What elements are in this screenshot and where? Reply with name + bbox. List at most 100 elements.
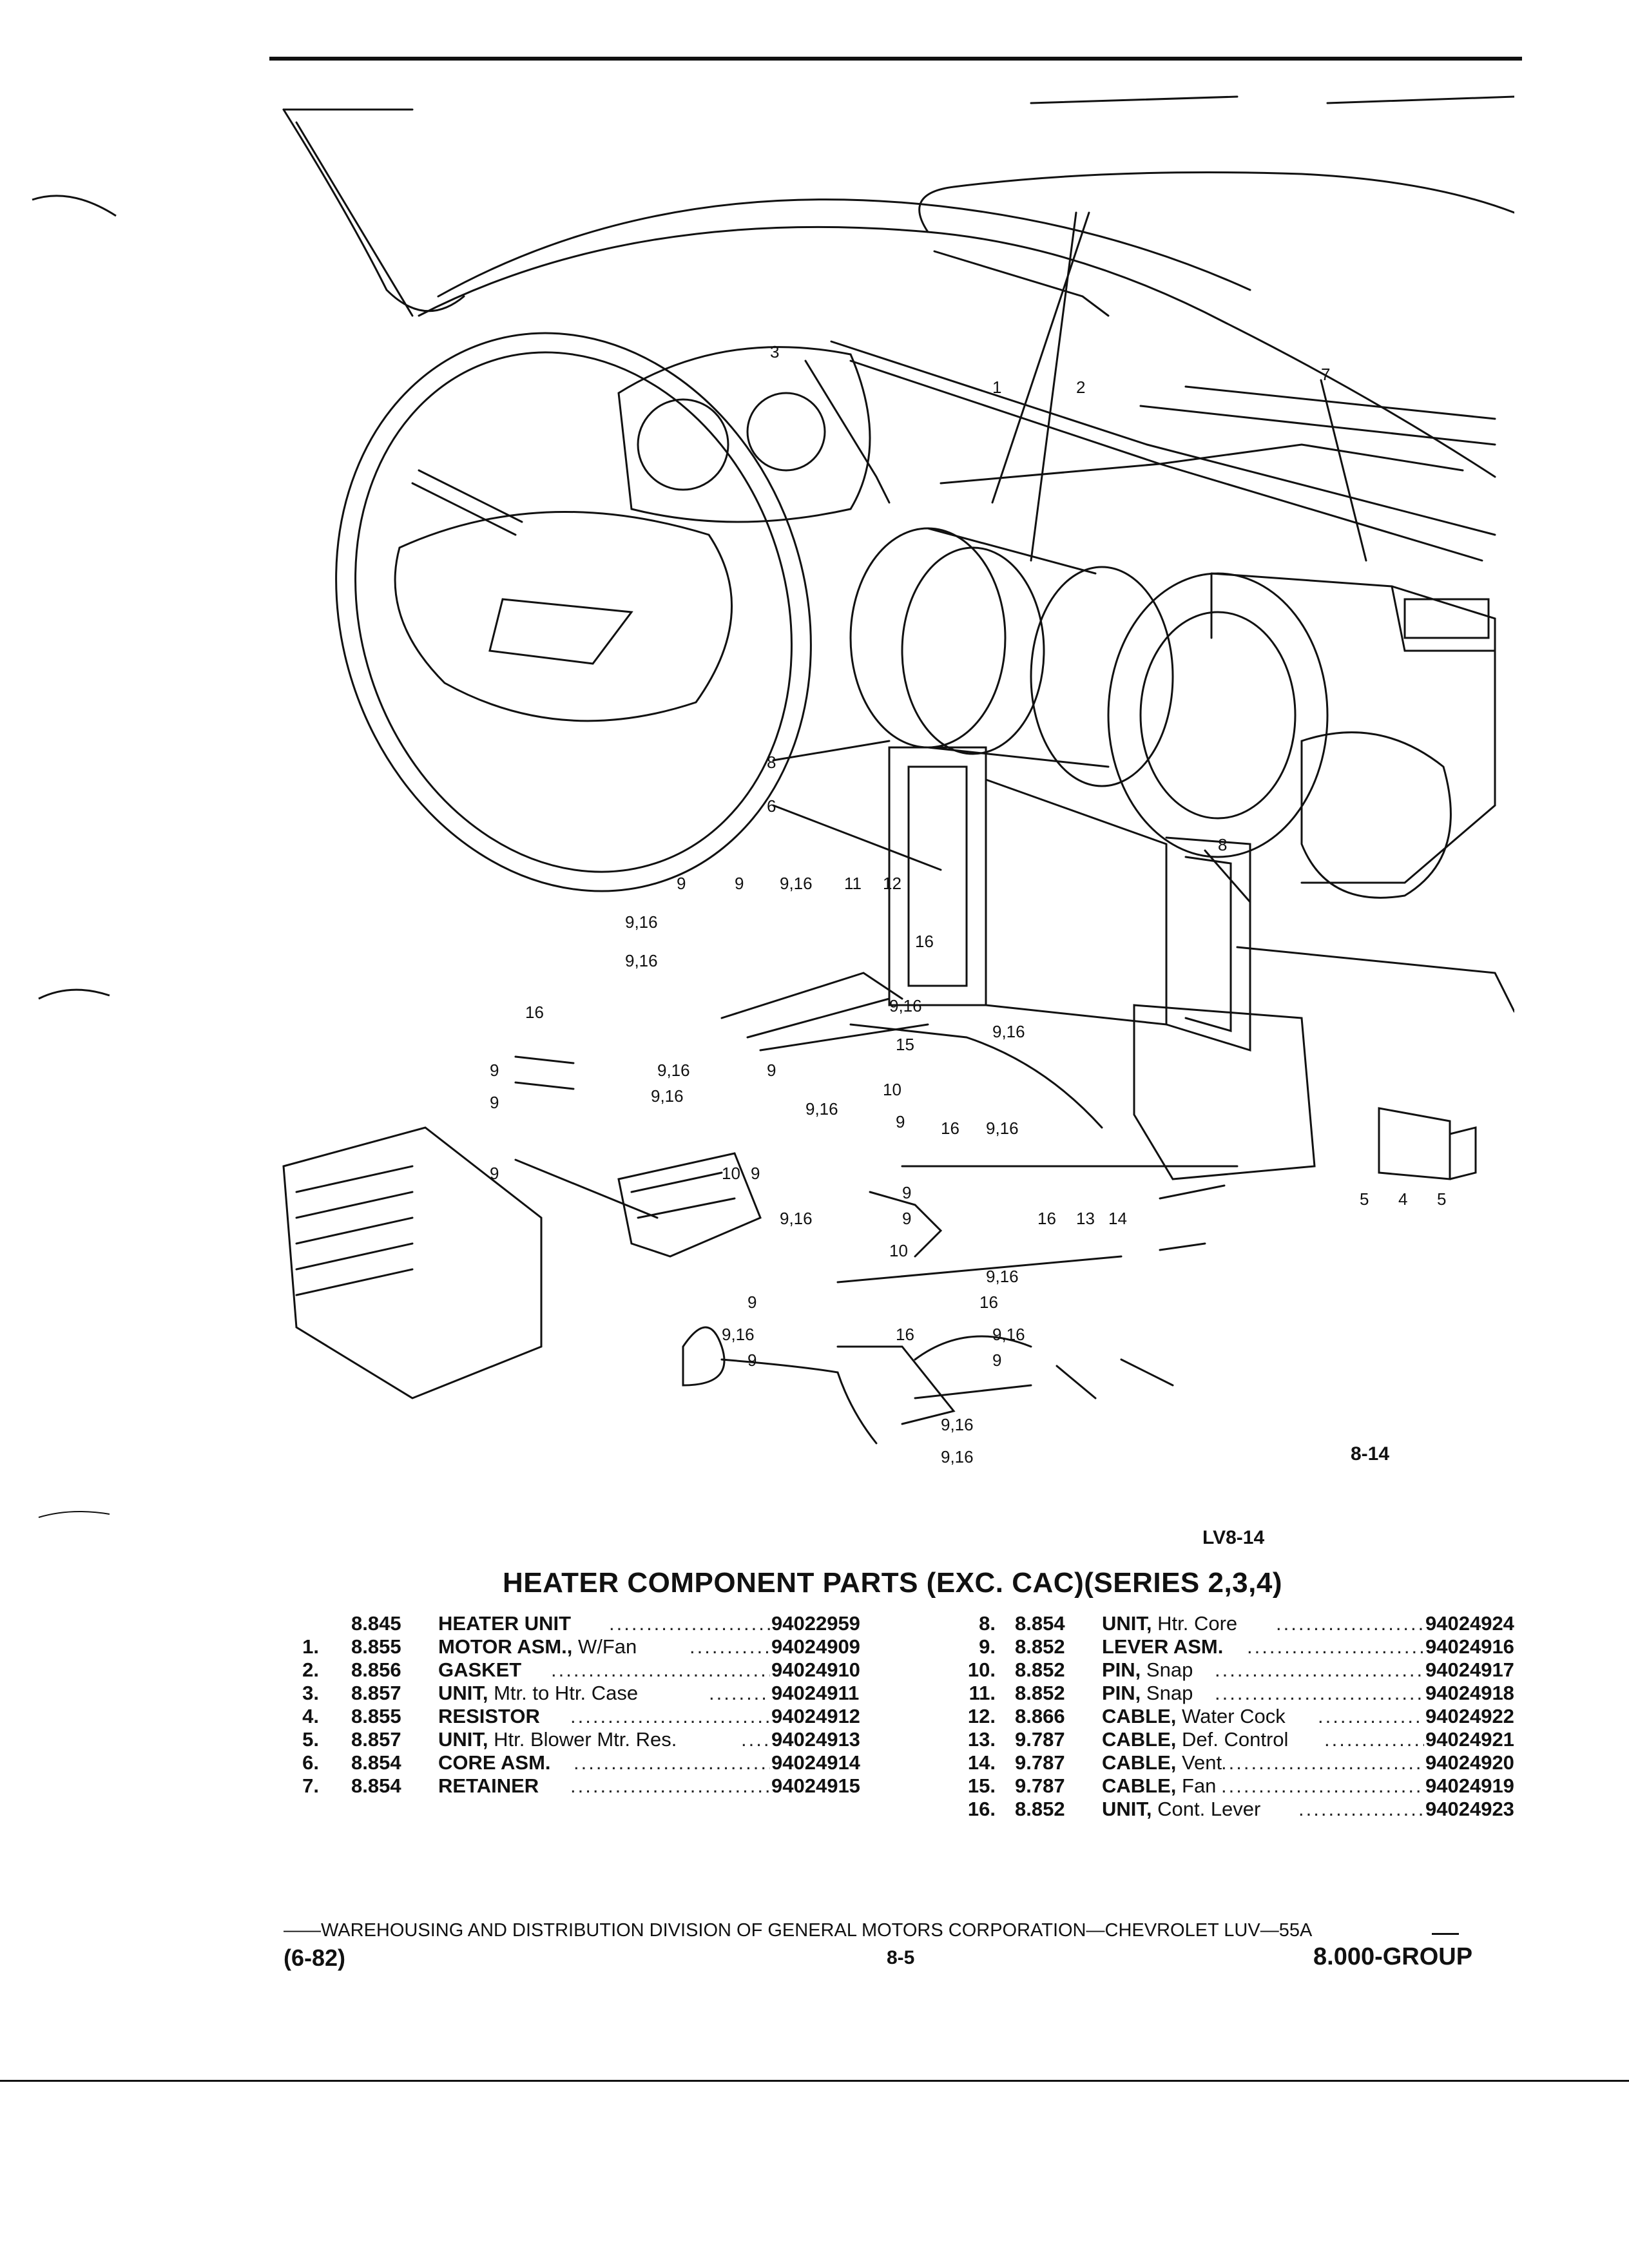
part-row: 10. 8.852 PIN, Snap ....................… [938, 1658, 1537, 1682]
part-section: 8.857 [351, 1728, 401, 1751]
callout-label: 9 [767, 1061, 776, 1080]
part-name: CABLE, Water Cock [1102, 1705, 1286, 1727]
callout-label: 9,16 [722, 1325, 755, 1344]
part-code: 94024922 [1425, 1705, 1514, 1727]
callout-label: 16 [1037, 1209, 1056, 1228]
callout-label: 10 [889, 1241, 908, 1260]
part-name: UNIT, Cont. Lever [1102, 1798, 1261, 1820]
callout-label: 8 [1218, 835, 1227, 854]
part-number: 1. [302, 1635, 319, 1658]
footer-page-number: 8-5 [887, 1947, 915, 1968]
leader-dots: .................................... [1247, 1635, 1424, 1658]
part-number: 8. [979, 1612, 996, 1635]
callout-label: 9 [902, 1209, 911, 1228]
leader-dots: .............................. [1276, 1612, 1424, 1635]
callout-label: 9 [490, 1093, 499, 1112]
callout-label: 9,16 [651, 1086, 684, 1106]
callout-label: 9,16 [657, 1061, 690, 1080]
callout-label: 9,16 [992, 1022, 1025, 1041]
part-name: CABLE, Fan [1102, 1774, 1217, 1797]
diagram-svg: 3 1 2 7 8 6 8 9 9 9,16 11 12 16 9,16 9,1… [282, 95, 1516, 1466]
part-name: PIN, Snap [1102, 1658, 1193, 1681]
callout-label: 16 [896, 1325, 914, 1344]
callout-label: 12 [883, 874, 901, 893]
callout-label: 9,16 [625, 951, 658, 970]
part-section: 8.854 [351, 1751, 401, 1774]
part-code: 94024923 [1425, 1798, 1514, 1820]
part-row: 16. 8.852 UNIT, Cont. Lever ............… [938, 1798, 1537, 1821]
leader-dots: ......................... [1298, 1798, 1424, 1820]
part-code: 94024919 [1425, 1774, 1514, 1797]
callout-label: 10 [883, 1080, 901, 1099]
part-name: LEVER ASM. [1102, 1635, 1224, 1658]
callout-label: 9,16 [986, 1267, 1019, 1286]
margin-mark-top [32, 195, 117, 217]
part-name: HEATER UNIT [438, 1612, 572, 1635]
part-code: 94024911 [771, 1682, 860, 1704]
part-number: 14. [967, 1751, 996, 1774]
callout-label: 9,16 [992, 1325, 1025, 1344]
part-number: 11. [969, 1682, 996, 1704]
callout-label: 5 [1437, 1189, 1446, 1209]
part-code: 94022959 [771, 1612, 860, 1635]
part-row: 9. 8.852 LEVER ASM. ....................… [938, 1635, 1537, 1658]
part-row: 4. 8.855 RESISTOR ......................… [287, 1705, 886, 1728]
part-section: 9.787 [1015, 1751, 1065, 1774]
callout-label: 9 [992, 1350, 1001, 1370]
part-code: 94024917 [1425, 1658, 1514, 1681]
part-row: 12. 8.866 CABLE, Water Cock ............… [938, 1705, 1537, 1728]
leader-dots: ........................................ [570, 1705, 770, 1727]
part-row: 6. 8.854 CORE ASM. .....................… [287, 1751, 886, 1774]
footer-date: (6-82) [284, 1945, 346, 1971]
callout-label: 3 [770, 342, 779, 361]
parts-column-left: 8.845 HEATER UNIT ......................… [287, 1612, 886, 1798]
part-number: 2. [302, 1658, 319, 1681]
callout-label: 9 [902, 1183, 911, 1202]
callout-label: 7 [1321, 365, 1330, 384]
callout-label: 9,16 [780, 1209, 813, 1228]
leader-dots: ................ [689, 1635, 770, 1658]
footer-group: 8.000-GROUP [1313, 1943, 1473, 1970]
part-code: 94024918 [1425, 1682, 1514, 1704]
leader-dots: ........................................ [1221, 1774, 1424, 1797]
part-section: 8.866 [1015, 1705, 1065, 1727]
part-code: 94024924 [1425, 1612, 1514, 1635]
part-section: 8.845 [351, 1612, 401, 1635]
callout-label: 16 [525, 1003, 544, 1022]
part-code: 94024914 [771, 1751, 860, 1774]
leader-dots: ........................................ [574, 1751, 770, 1774]
part-number: 5. [302, 1728, 319, 1751]
figure-label: LV8-14 [1202, 1527, 1265, 1548]
footer-division-line: ——WAREHOUSING AND DISTRIBUTION DIVISION … [284, 1920, 1313, 1941]
callout-label: 13 [1076, 1209, 1095, 1228]
part-name: MOTOR ASM., W/Fan [438, 1635, 637, 1658]
callout-label: 9,16 [986, 1119, 1019, 1138]
callout-label: 9 [490, 1061, 499, 1080]
part-section: 9.787 [1015, 1774, 1065, 1797]
part-section: 8.855 [351, 1705, 401, 1727]
part-section: 8.852 [1015, 1658, 1065, 1681]
callout-label: 5 [1360, 1189, 1369, 1209]
callout-label: 8 [767, 753, 776, 772]
part-section: 9.787 [1015, 1728, 1065, 1751]
part-number: 9. [979, 1635, 996, 1658]
callout-label: 16 [941, 1119, 959, 1138]
part-number: 13. [967, 1728, 996, 1751]
diagram-callouts: 3 1 2 7 8 6 8 9 9 9,16 11 12 16 9,16 9,1… [490, 342, 1446, 1466]
part-name: UNIT, Htr. Core [1102, 1612, 1238, 1635]
footer-trailing-dash [1432, 1933, 1459, 1935]
part-section: 8.854 [351, 1774, 401, 1797]
part-name: CORE ASM. [438, 1751, 551, 1774]
callout-label: 9 [735, 874, 744, 893]
leader-dots: .................... [1324, 1728, 1424, 1751]
part-code: 94024921 [1425, 1728, 1514, 1751]
margin-mark-mid [38, 988, 110, 1000]
part-code: 94024916 [1425, 1635, 1514, 1658]
part-section: 8.852 [1015, 1635, 1065, 1658]
leader-dots: ..... [741, 1728, 770, 1751]
callout-label: 9 [490, 1164, 499, 1183]
part-section: 8.854 [1015, 1612, 1065, 1635]
part-number: 10. [967, 1658, 996, 1681]
part-code: 94024909 [771, 1635, 860, 1658]
part-name: UNIT, Mtr. to Htr. Case [438, 1682, 639, 1704]
